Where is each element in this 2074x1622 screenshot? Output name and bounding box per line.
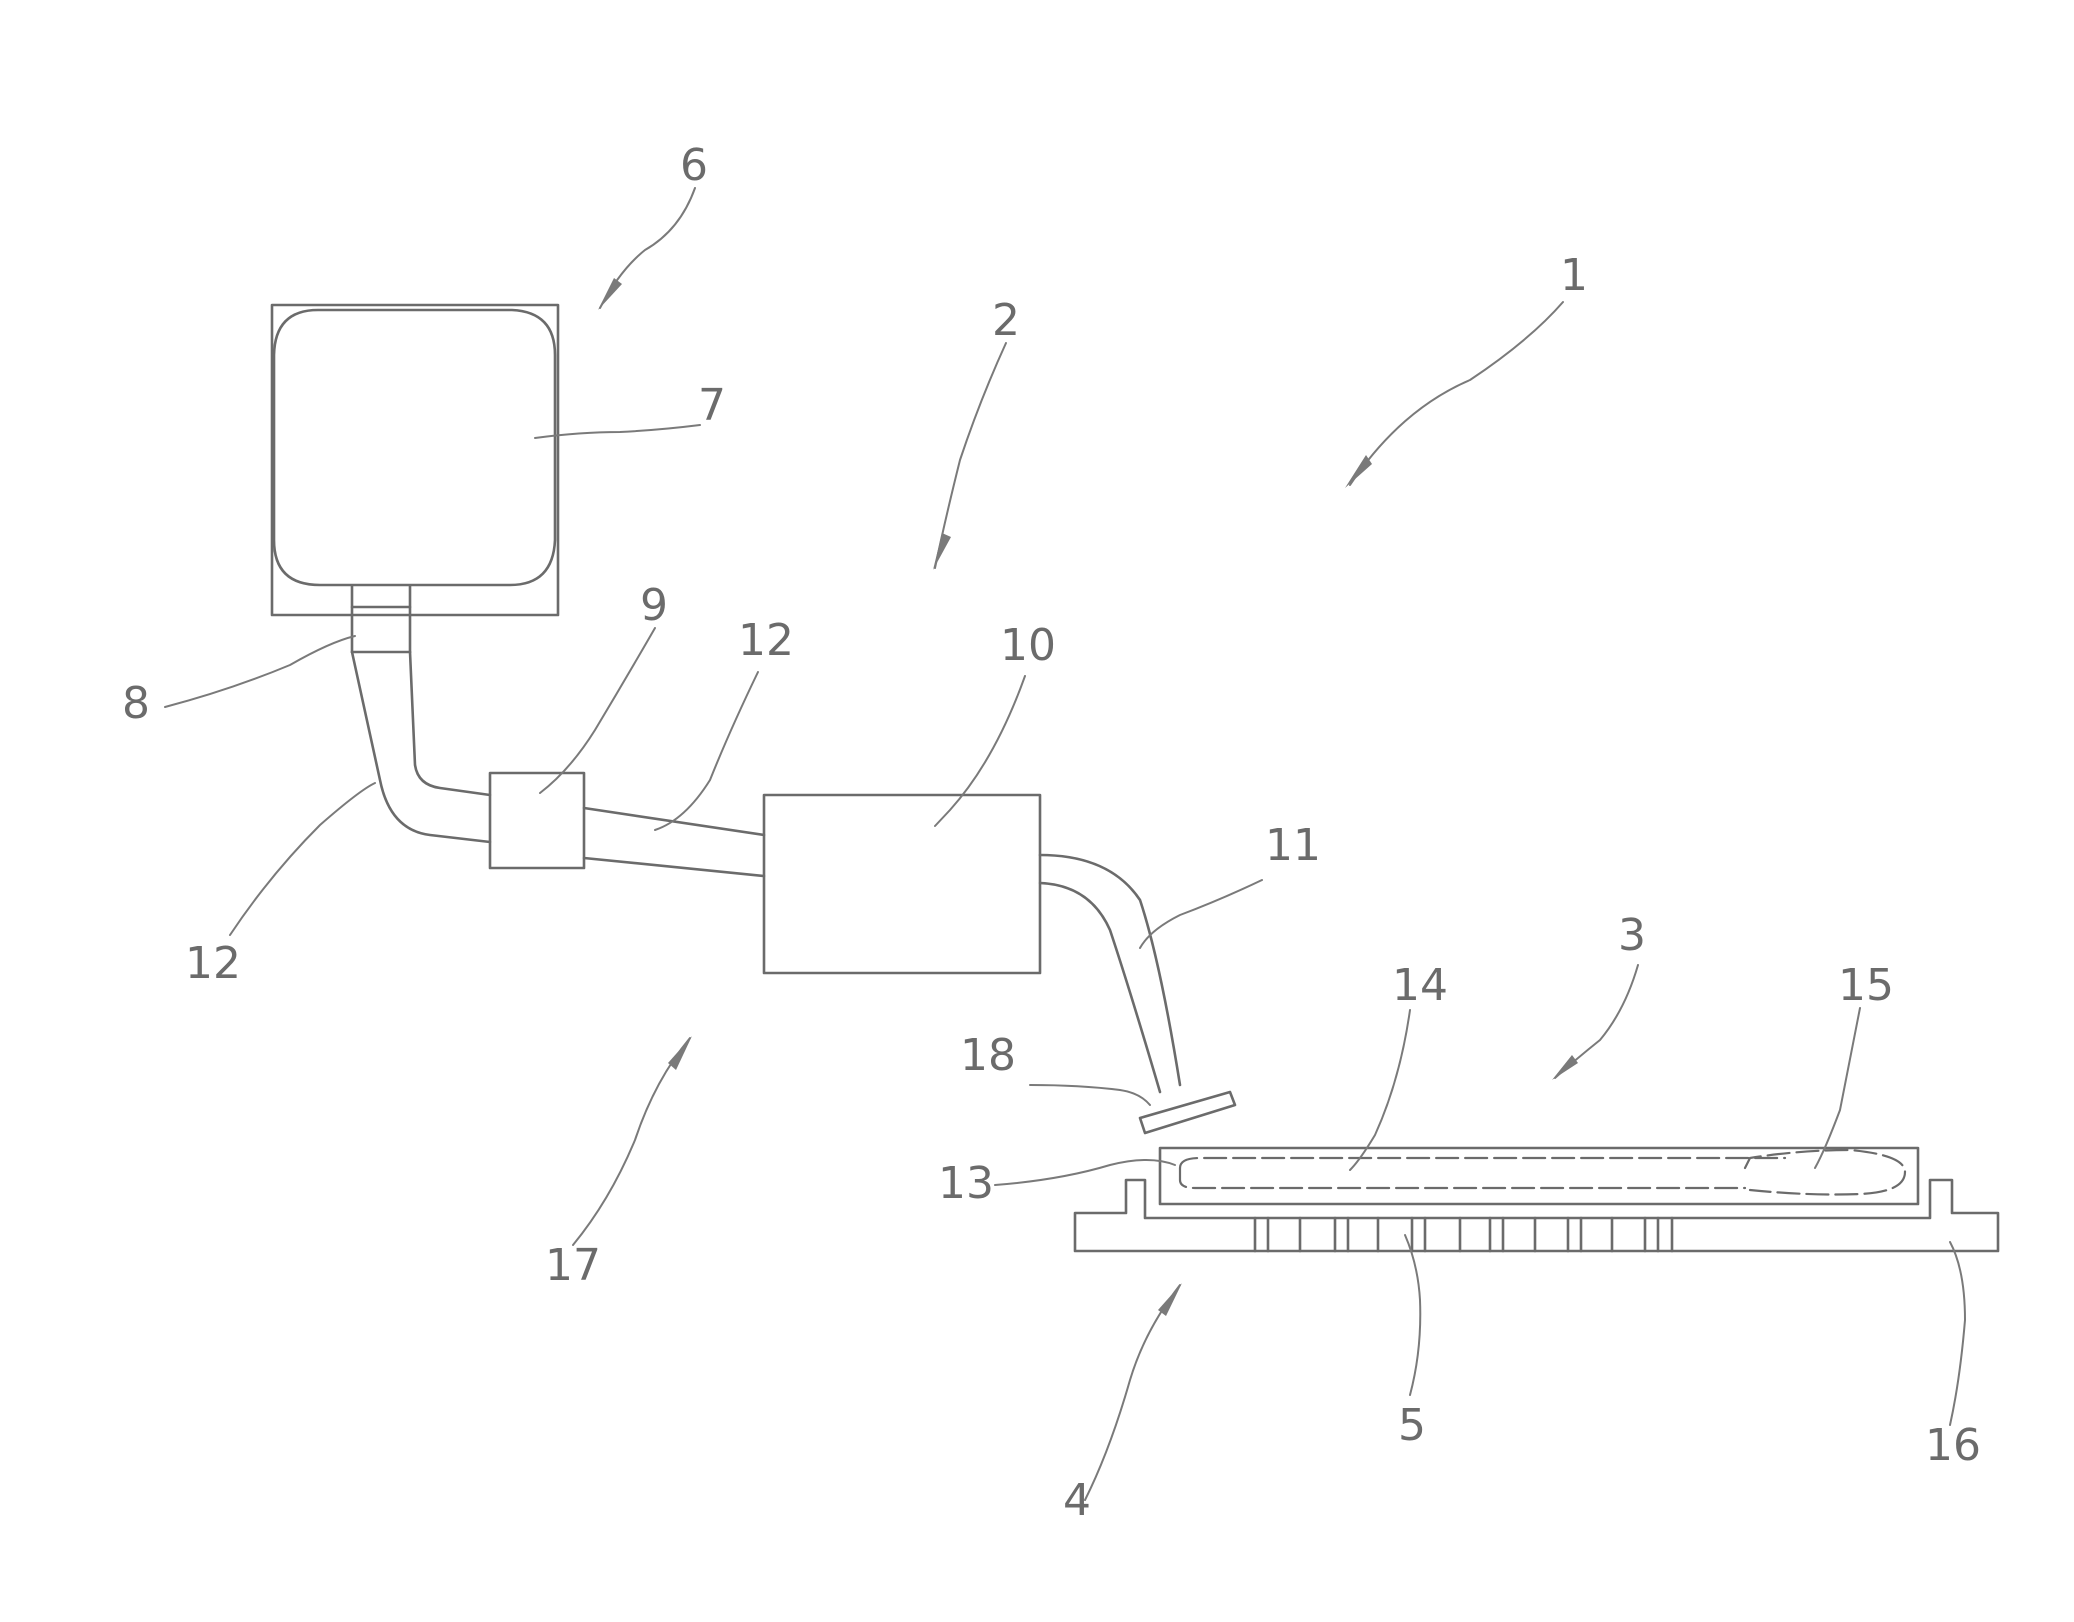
leader-11 xyxy=(1140,880,1262,948)
leader-9 xyxy=(540,628,655,793)
arrowhead-2 xyxy=(933,533,951,570)
numeral-1: 1 xyxy=(1560,250,1588,301)
leader-5 xyxy=(1405,1235,1420,1395)
leader-2 xyxy=(935,343,1006,568)
numeral-15: 15 xyxy=(1838,960,1894,1011)
tube-12-middle xyxy=(584,808,764,876)
channel-14 xyxy=(1180,1158,1785,1168)
connector-8 xyxy=(352,586,410,652)
leader-17 xyxy=(573,1038,690,1245)
arrowhead-3 xyxy=(1552,1055,1578,1080)
chamber-15 xyxy=(1745,1150,1905,1195)
numeral-9: 9 xyxy=(640,580,668,631)
numeral-16: 16 xyxy=(1925,1420,1981,1471)
arrowhead-1 xyxy=(1345,455,1372,488)
numeral-18: 18 xyxy=(960,1030,1016,1081)
part-leaders xyxy=(165,425,1965,1425)
numeral-10: 10 xyxy=(1000,620,1056,671)
numeral-6: 6 xyxy=(680,140,708,191)
leader-13 xyxy=(995,1160,1175,1185)
bag-7 xyxy=(274,310,555,585)
tube-11 xyxy=(1040,855,1180,1092)
leader-7 xyxy=(535,425,700,438)
leader-12-middle xyxy=(655,672,758,830)
unit-10 xyxy=(764,795,1040,973)
leader-12-left xyxy=(230,783,375,935)
numeral-2: 2 xyxy=(992,295,1020,346)
numeral-11: 11 xyxy=(1265,820,1321,871)
valve-9 xyxy=(490,773,584,868)
arrowhead-4 xyxy=(1158,1283,1182,1316)
leader-4 xyxy=(1085,1285,1180,1500)
tube-12-left xyxy=(352,652,490,842)
numeral-14: 14 xyxy=(1392,960,1448,1011)
leader-15 xyxy=(1815,1008,1860,1168)
reference-numerals: 1 2 3 4 5 6 7 8 9 10 11 12 12 13 14 15 1… xyxy=(122,140,1981,1526)
numeral-3: 3 xyxy=(1618,910,1646,961)
container-6 xyxy=(272,305,558,615)
leader-14 xyxy=(1350,1010,1410,1170)
pouch-3 xyxy=(1160,1148,1918,1204)
leader-10 xyxy=(935,676,1025,826)
numeral-12-left: 12 xyxy=(185,938,241,989)
leader-1 xyxy=(1350,302,1563,485)
numeral-13: 13 xyxy=(938,1158,994,1209)
numeral-7: 7 xyxy=(698,380,726,431)
leader-arrows xyxy=(573,188,1638,1500)
arrowhead-6 xyxy=(598,278,622,310)
arrowhead-17 xyxy=(668,1036,692,1070)
leader-16 xyxy=(1950,1242,1965,1425)
nozzle-18 xyxy=(1140,1092,1235,1133)
numeral-8: 8 xyxy=(122,678,150,729)
leader-8 xyxy=(165,636,355,707)
leader-18 xyxy=(1030,1085,1150,1105)
grid-5 xyxy=(1255,1218,1672,1251)
numeral-17: 17 xyxy=(545,1240,601,1291)
numeral-12-middle: 12 xyxy=(738,615,794,666)
pouch-outer-13 xyxy=(1160,1148,1918,1204)
numeral-4: 4 xyxy=(1063,1475,1091,1526)
base-plate-16 xyxy=(1075,1180,1998,1251)
numeral-5: 5 xyxy=(1398,1400,1426,1451)
